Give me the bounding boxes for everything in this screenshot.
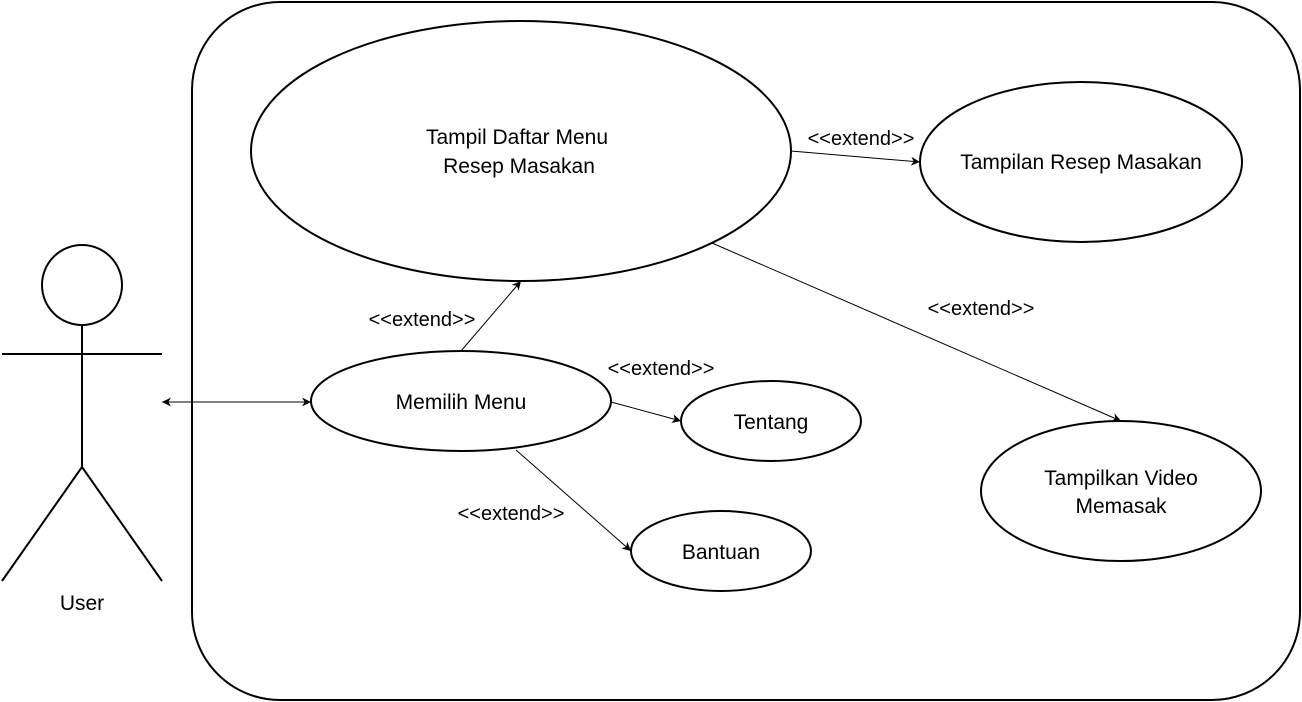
use-case-bantuan[interactable]: Bantuan — [630, 510, 812, 592]
use-case-label: Tampilan Resep Masakan — [960, 151, 1202, 174]
use-case-tampilan-resep[interactable]: Tampilan Resep Masakan — [919, 81, 1243, 243]
actor-head — [41, 244, 123, 326]
extend-label: <<extend>> — [458, 503, 565, 525]
extend-label: <<extend>> — [608, 358, 715, 380]
extend-label: <<extend>> — [808, 128, 915, 150]
extend-daftar-to-resep: <<extend>> — [790, 128, 921, 166]
use-case-label: Bantuan — [682, 541, 760, 564]
use-case-label-line-1: Tampilkan Video — [1044, 467, 1198, 490]
use-case-label: Memilih Menu — [396, 391, 527, 414]
actor-right-leg — [81, 466, 163, 582]
actor-label: User — [60, 592, 104, 615]
use-case-tampil-daftar-menu[interactable]: Tampil Daftar Menu Resep Masakan — [250, 20, 792, 282]
extend-memilih-to-daftar: <<extend>> — [369, 280, 522, 352]
use-case-label-line-1: Tampil Daftar Menu — [426, 126, 608, 149]
extend-label: <<extend>> — [369, 309, 476, 331]
extend-memilih-to-tentang: <<extend>> — [608, 358, 715, 423]
extend-arrow — [790, 150, 921, 166]
system-boundary — [191, 1, 1301, 701]
use-case-tentang[interactable]: Tentang — [680, 380, 862, 462]
extend-label: <<extend>> — [928, 298, 1035, 320]
use-case-ellipse — [980, 420, 1262, 562]
extend-arrow — [711, 242, 1122, 422]
extend-arrow — [515, 449, 632, 552]
actor-left-leg — [1, 466, 83, 582]
use-case-memilih-menu[interactable]: Memilih Menu — [310, 350, 612, 452]
use-case-label: Tentang — [734, 411, 809, 434]
actor-user[interactable]: User — [1, 244, 163, 615]
extend-memilih-to-bantuan: <<extend>> — [458, 449, 632, 552]
use-case-label-line-2: Resep Masakan — [443, 155, 595, 178]
extend-arrow — [610, 401, 682, 423]
use-case-ellipse — [250, 20, 792, 282]
use-case-tampilkan-video[interactable]: Tampilkan Video Memasak — [980, 420, 1262, 562]
use-case-label-line-2: Memasak — [1075, 495, 1167, 518]
extend-arrow — [460, 280, 522, 352]
extend-daftar-to-video: <<extend>> — [711, 242, 1122, 422]
